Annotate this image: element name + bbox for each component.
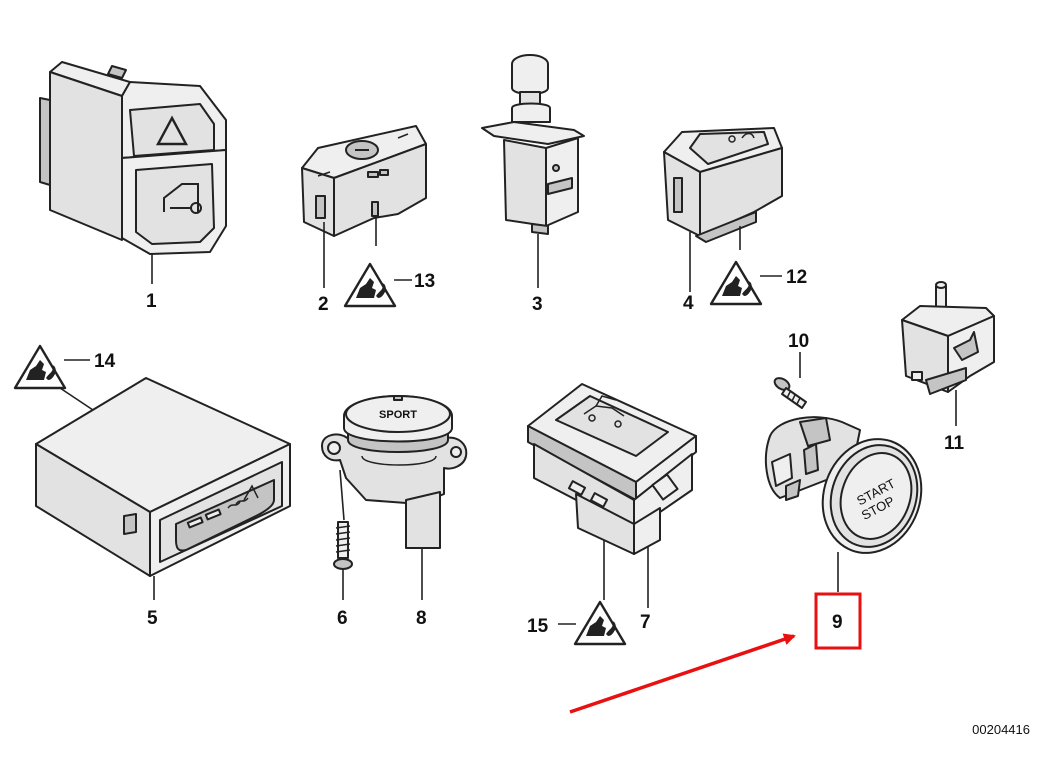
part-label-1: 1 — [146, 291, 157, 312]
part-label-10: 10 — [788, 331, 809, 352]
part-label-5: 5 — [147, 608, 158, 629]
part-label-9: 9 — [832, 612, 843, 633]
warning-triangle-icon-13 — [343, 262, 412, 308]
part-8-sport-button: SPORT — [321, 395, 468, 600]
highlight-box-part-9 — [814, 592, 862, 650]
part-label-2: 2 — [318, 294, 329, 315]
part-label-15: 15 — [527, 616, 549, 637]
warning-triangle-icon-15 — [558, 600, 627, 646]
part-1-hazard-lock-switch — [39, 61, 227, 284]
part-label-11: 11 — [944, 433, 965, 454]
door-lock-icon — [163, 183, 202, 214]
sport-button-text: SPORT — [379, 409, 417, 421]
part-label-13: 13 — [414, 271, 435, 292]
part-label-12: 12 — [786, 267, 807, 288]
part-label-14: 14 — [94, 351, 116, 372]
part-label-4: 4 — [683, 293, 694, 314]
seat-heating-icon — [227, 484, 259, 509]
red-pointer-arrow — [569, 633, 796, 714]
part-2-mirror-switch — [301, 125, 427, 288]
warning-triangle-icon-14 — [13, 344, 97, 413]
part-label-7: 7 — [640, 612, 651, 633]
part-3-plunger-switch — [481, 54, 585, 288]
part-10-screw — [773, 352, 807, 409]
part-9-start-stop-button: START STOP — [764, 416, 923, 592]
part-4-rocker-switch — [663, 127, 783, 292]
part-label-8: 8 — [416, 608, 427, 629]
hazard-triangle-icon — [155, 115, 189, 146]
part-7-trunk-switch — [527, 383, 697, 608]
trunk-icon — [583, 395, 625, 428]
warning-triangle-icon-12 — [709, 260, 782, 306]
part-label-3: 3 — [532, 294, 543, 315]
part-11-small-switch — [901, 281, 995, 426]
part-5-seat-heating-switch — [35, 377, 291, 600]
part-label-6: 6 — [337, 608, 348, 629]
part-6-screw — [333, 469, 353, 600]
diagram-code: 00204416 — [972, 722, 1030, 737]
